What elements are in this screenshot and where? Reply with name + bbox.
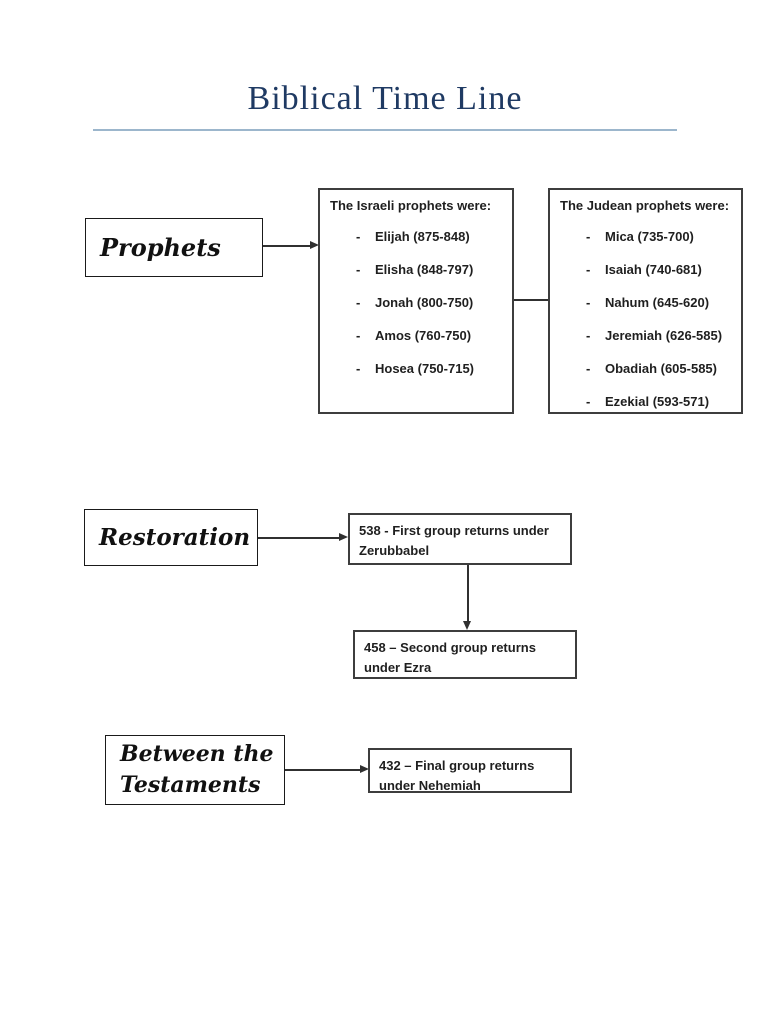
list-item: 538 - First group returns under (359, 523, 549, 538)
list-item-text: Amos (760-750) (375, 328, 472, 343)
list-item: under Ezra (364, 659, 432, 675)
list-item: -Jonah (800-750) (320, 296, 512, 310)
arrow-first-to-second-group-head (463, 621, 471, 630)
list-item: Zerubbabel (359, 542, 430, 558)
list-item: -Mica (735-700) (550, 230, 741, 244)
restoration-label: Restoration (99, 524, 251, 551)
list-item: -Elisha (848-797) (320, 263, 512, 277)
between-testaments-label-box: Between the Testaments (105, 735, 285, 805)
israeli-prophets-heading: The Israeli prophets were: (330, 198, 492, 213)
judean-prophets-box: The Judean prophets were: -Mica (735-700… (548, 188, 743, 414)
second-group-return-box: 458 – Second group returns under Ezra (353, 630, 577, 679)
list-item-text: Mica (735-700) (605, 229, 694, 244)
judean-prophets-heading: The Judean prophets were: (560, 198, 730, 213)
list-item-text: Isaiah (740-681) (605, 262, 702, 277)
list-item-text: Jonah (800-750) (375, 295, 474, 310)
prophets-label: Prophets (100, 233, 221, 262)
connector-israeli-to-judean (514, 299, 548, 301)
list-bullet: - (586, 295, 591, 310)
list-bullet: - (586, 394, 591, 409)
list-item-text: Elijah (875-848) (375, 229, 470, 244)
list-item-text: Jeremiah (626-585) (605, 328, 723, 343)
list-item: -Isaiah (740-681) (550, 263, 741, 277)
list-item: -Hosea (750-715) (320, 362, 512, 376)
list-item: -Nahum (645-620) (550, 296, 741, 310)
arrow-prophets-to-israeli-line (263, 245, 311, 247)
prophets-label-box: Prophets (85, 218, 263, 277)
list-item-text: Elisha (848-797) (375, 262, 474, 277)
list-bullet: - (356, 328, 361, 343)
list-bullet: - (586, 262, 591, 277)
between-testaments-label: Between the Testaments (120, 741, 274, 798)
final-group-return-box: 432 – Final group returns under Nehemiah (368, 748, 572, 793)
list-bullet: - (356, 262, 361, 277)
list-item-text: Nahum (645-620) (605, 295, 710, 310)
arrow-prophets-to-israeli-head (310, 241, 319, 249)
list-item: -Amos (760-750) (320, 329, 512, 343)
list-item: under Nehemiah (379, 777, 481, 793)
list-bullet: - (356, 229, 361, 244)
list-item: 458 – Second group returns (364, 640, 536, 655)
list-item: -Ezekial (593-571) (550, 395, 741, 409)
judean-prophets-list: -Mica (735-700)-Isaiah (740-681)-Nahum (… (550, 230, 741, 409)
list-bullet: - (586, 229, 591, 244)
list-item: -Elijah (875-848) (320, 230, 512, 244)
israeli-prophets-list: -Elijah (875-848)-Elisha (848-797)-Jonah… (320, 230, 512, 376)
israeli-prophets-box: The Israeli prophets were: -Elijah (875-… (318, 188, 514, 414)
page-title: Biblical Time Line (247, 80, 523, 117)
restoration-label-box: Restoration (84, 509, 258, 566)
arrow-restoration-to-first-group-head (339, 533, 348, 541)
second-group-return-text: 458 – Second group returns under Ezra (364, 638, 566, 677)
arrow-testaments-to-final-group-line (285, 769, 361, 771)
list-item: -Jeremiah (626-585) (550, 329, 741, 343)
list-item: 432 – Final group returns (379, 758, 535, 773)
list-item-text: Obadiah (605-585) (605, 361, 717, 376)
list-item-text: Hosea (750-715) (375, 361, 474, 376)
list-bullet: - (356, 295, 361, 310)
title-underline (93, 129, 677, 131)
list-bullet: - (586, 361, 591, 376)
list-bullet: - (356, 361, 361, 376)
final-group-return-text: 432 – Final group returns under Nehemiah (379, 756, 561, 795)
arrow-testaments-to-final-group-head (360, 765, 369, 773)
list-item: -Obadiah (605-585) (550, 362, 741, 376)
arrow-restoration-to-first-group-line (258, 537, 340, 539)
list-bullet: - (586, 328, 591, 343)
list-item-text: Ezekial (593-571) (605, 394, 710, 409)
arrow-first-to-second-group-line (467, 565, 469, 622)
